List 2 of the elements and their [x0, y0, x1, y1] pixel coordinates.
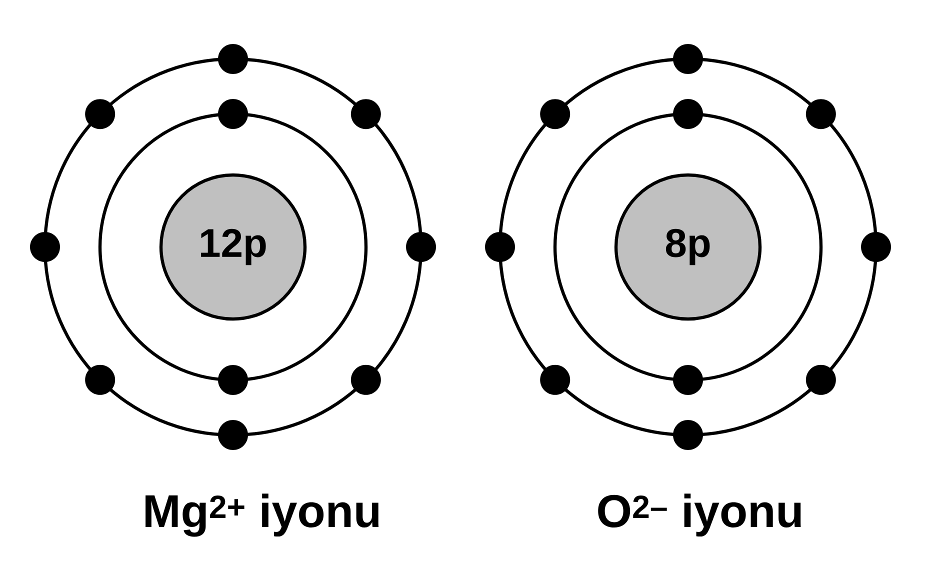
ion-label: O$^{2–}$ iyonu [598, 494, 801, 537]
ion-label: Mg$^{2+}$ iyonu [146, 494, 379, 537]
